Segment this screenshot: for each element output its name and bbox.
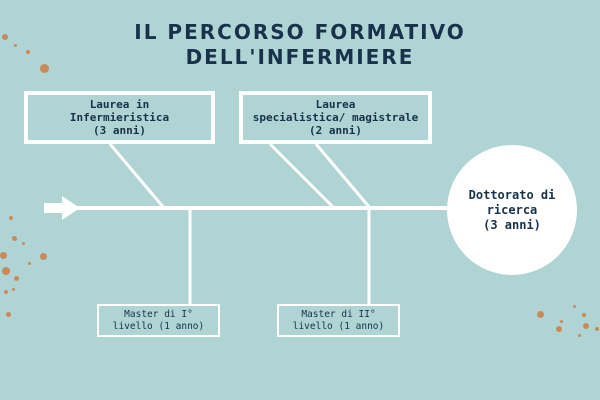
- box-text-line: (2 anni): [309, 124, 362, 137]
- circle-text-line: ricerca: [486, 202, 538, 217]
- decor-dot: [537, 311, 544, 318]
- box-text-line: Laurea in: [89, 98, 150, 111]
- decor-dot: [595, 327, 599, 331]
- decor-dot: [14, 44, 17, 47]
- decor-dot: [12, 288, 15, 291]
- decor-dot: [573, 305, 576, 308]
- decor-dot: [2, 34, 8, 40]
- decor-dot: [0, 252, 7, 259]
- decor-dot: [556, 326, 562, 332]
- title-line-1: IL PERCORSO FORMATIVO: [134, 20, 466, 44]
- decor-dot: [28, 262, 31, 265]
- box-laurea-infermieristica: Laurea in Infermieristica (3 anni): [24, 91, 215, 144]
- title-line-2: DELL'INFERMIERE: [185, 45, 415, 69]
- circle-dottorato-di-ricerca: Dottorato di ricerca (3 anni): [447, 145, 577, 275]
- branch-diagonal-1: [108, 143, 166, 209]
- decor-dot: [2, 267, 10, 275]
- decor-dot: [12, 236, 17, 241]
- box-text-line: livello (1 anno): [112, 320, 205, 332]
- box-text-line: specialistica/ magistrale: [252, 111, 419, 124]
- diagram-title: IL PERCORSO FORMATIVO DELL'INFERMIERE: [0, 20, 600, 70]
- box-master-primo-livello: Master di I° livello (1 anno): [97, 304, 220, 337]
- box-text-line: Laurea: [315, 98, 356, 111]
- decor-dot: [9, 216, 13, 220]
- decor-dot: [582, 313, 586, 317]
- box-laurea-specialistica: Laurea specialistica/ magistrale (2 anni…: [239, 91, 432, 144]
- circle-text-line: (3 anni): [483, 217, 541, 232]
- decor-dot: [22, 242, 25, 245]
- decor-dot: [40, 253, 47, 260]
- decor-dot: [560, 320, 563, 323]
- decor-dot: [14, 276, 19, 281]
- box-text-line: Infermieristica: [69, 111, 170, 124]
- decor-dot: [6, 312, 11, 317]
- decor-dot: [578, 334, 581, 337]
- decor-dot: [40, 64, 49, 73]
- box-text-line: Master di I°: [124, 308, 193, 320]
- arrow-head: [62, 196, 80, 220]
- decor-dot: [4, 290, 8, 294]
- decor-dot: [583, 323, 589, 329]
- decor-dot: [26, 50, 30, 54]
- arrow-tail: [44, 203, 64, 213]
- circle-text-line: Dottorato di: [468, 187, 556, 202]
- branch-diagonal-2: [268, 142, 336, 210]
- box-text-line: Master di II°: [301, 308, 376, 320]
- branch-diagonal-3: [314, 143, 372, 209]
- box-master-secondo-livello: Master di II° livello (1 anno): [277, 304, 400, 337]
- box-text-line: (3 anni): [93, 124, 146, 137]
- box-text-line: livello (1 anno): [292, 320, 385, 332]
